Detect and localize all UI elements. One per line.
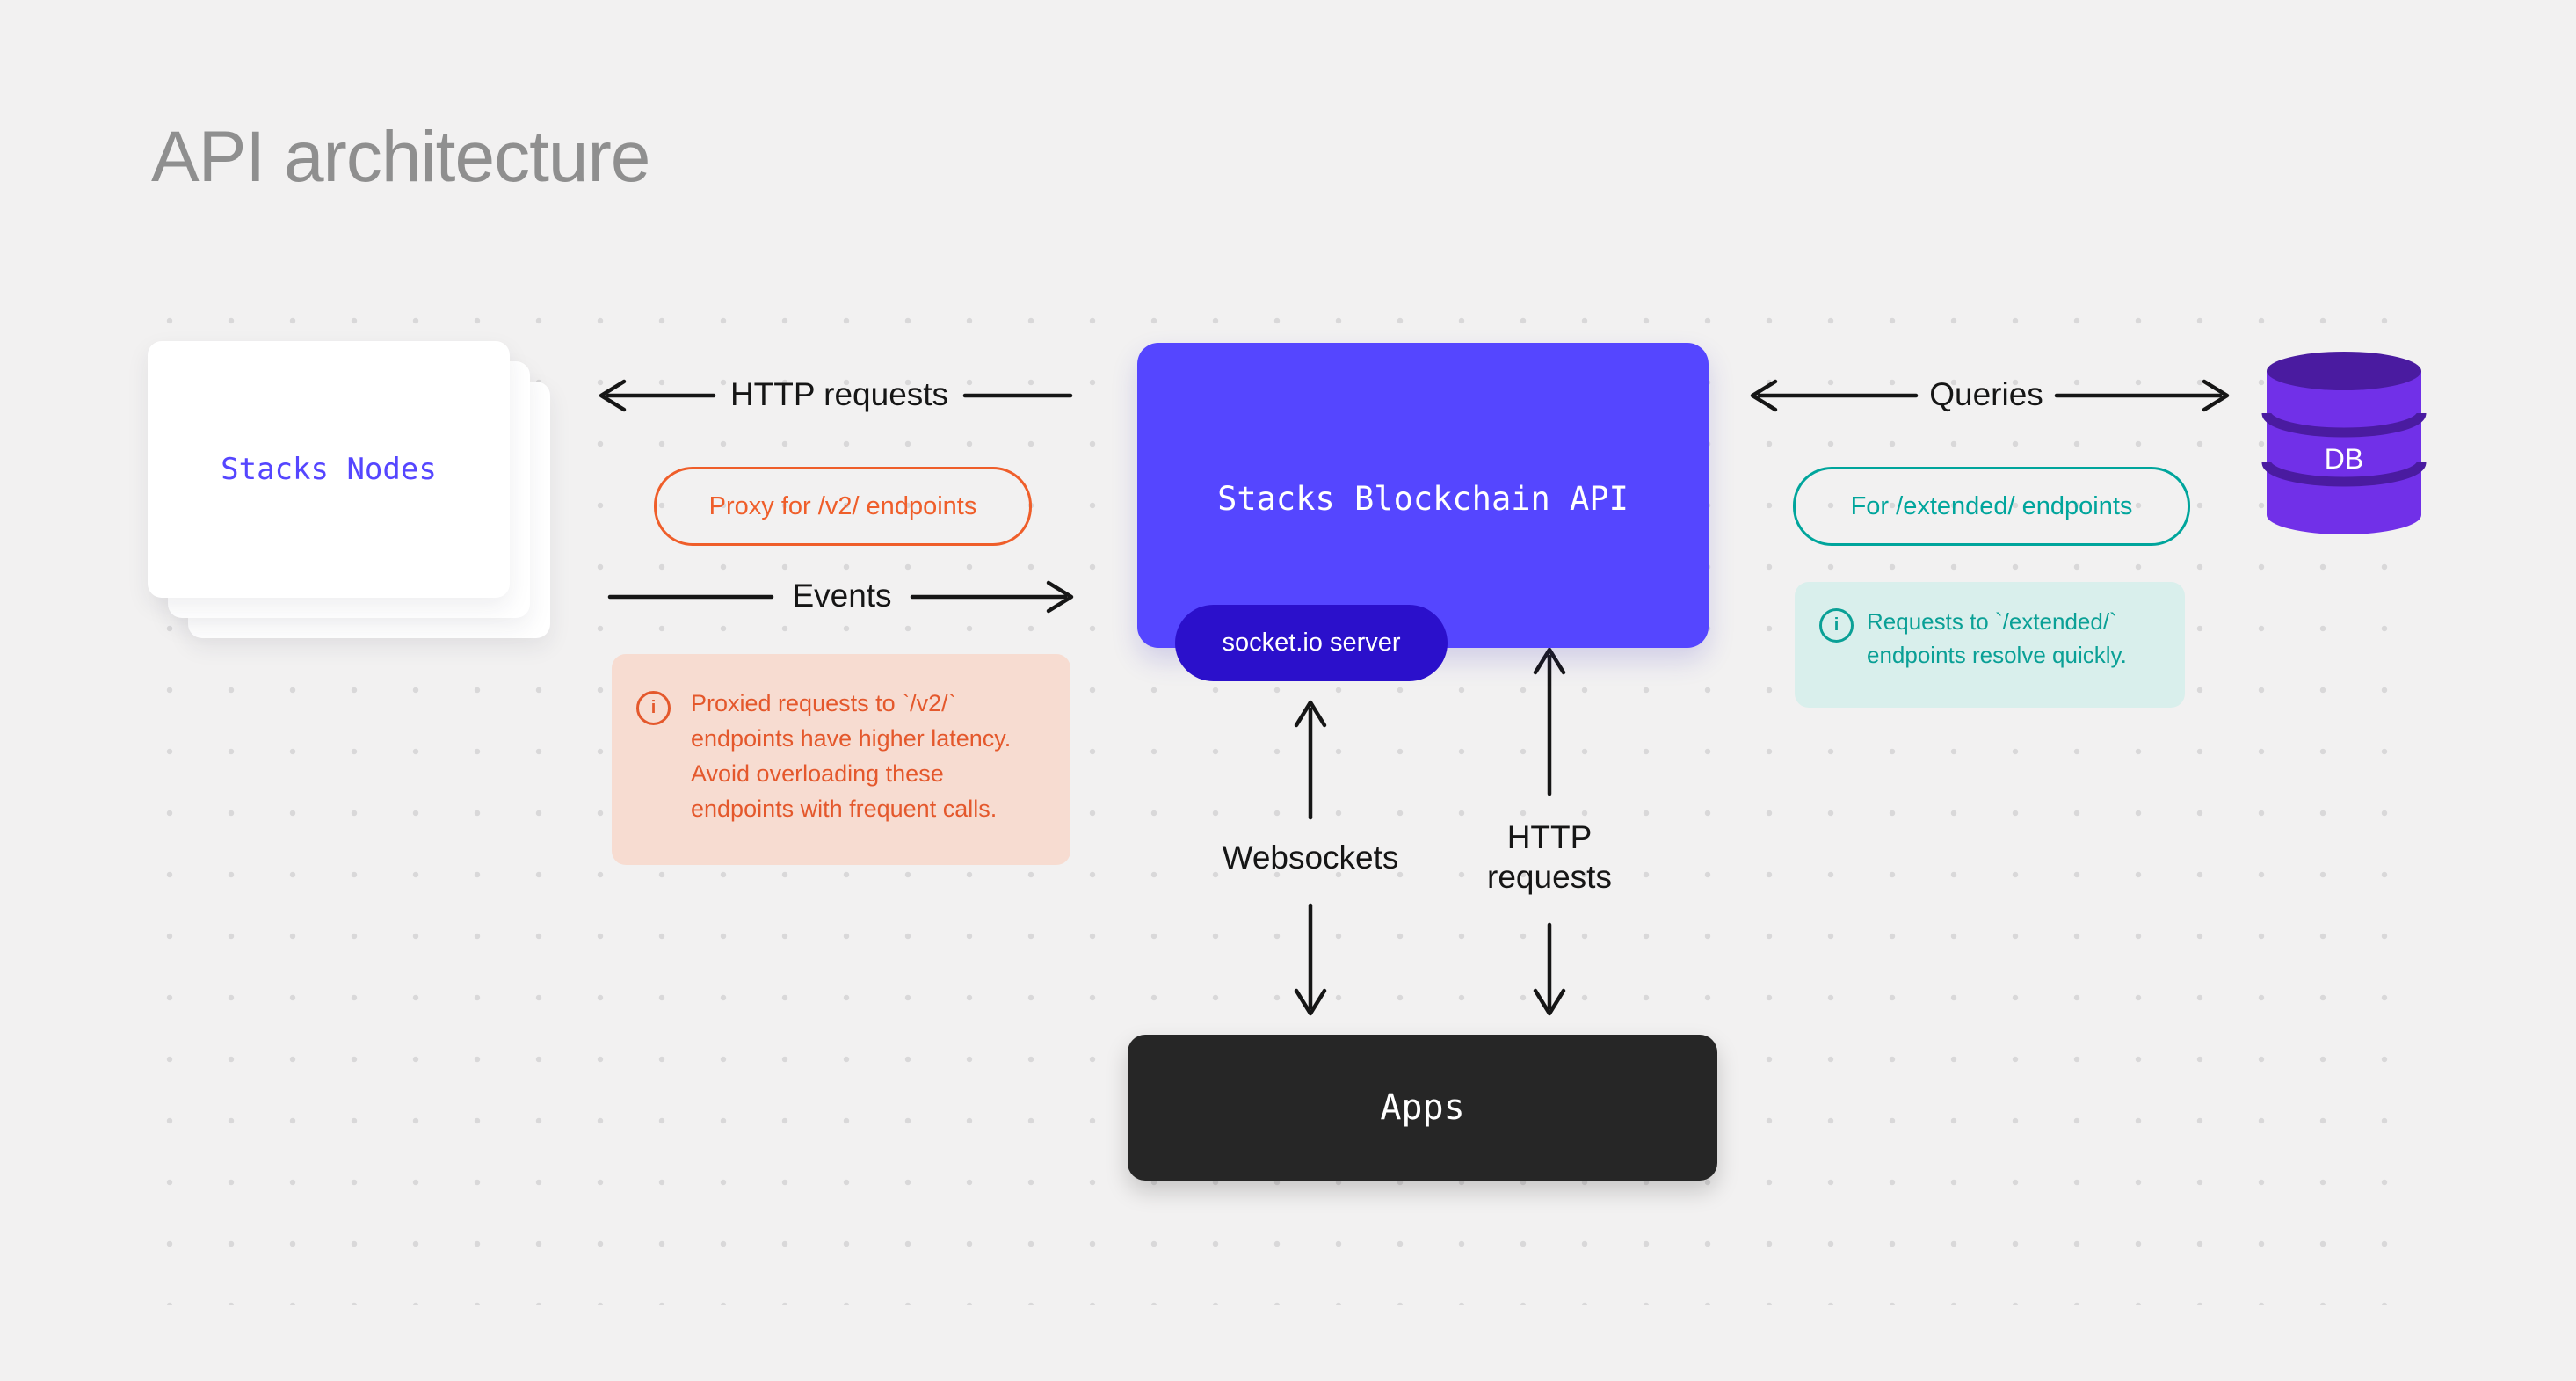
database-label: DB (2324, 443, 2364, 475)
v2-latency-callout: i Proxied requests to `/v2/` endpoints h… (612, 654, 1070, 865)
database-node (2260, 348, 2427, 538)
socket-io-server-label: socket.io server (1222, 629, 1401, 657)
stacks-blockchain-api-label: Stacks Blockchain API (1217, 480, 1629, 518)
edge-label-http-requests: HTTP requests (729, 376, 949, 412)
extended-endpoints-pill-label: For /extended/ endpoints (1850, 491, 2133, 520)
socket-io-server-badge: socket.io server (1175, 605, 1448, 681)
apps-label: Apps (1380, 1087, 1465, 1128)
extended-fast-callout: i Requests to `/extended/` endpoints res… (1795, 582, 2185, 708)
stacks-nodes-label: Stacks Nodes (221, 452, 437, 487)
extended-endpoints-pill: For /extended/ endpoints (1793, 467, 2190, 546)
page-title: API architecture (151, 117, 650, 197)
info-icon: i (636, 691, 671, 725)
database-cylinder-icon (2261, 352, 2427, 534)
v2-latency-callout-text: Proxied requests to `/v2/` endpoints hav… (691, 690, 1012, 822)
apps-node: Apps (1128, 1035, 1717, 1181)
edge-label-events: Events (792, 578, 892, 614)
proxy-v2-pill-label: Proxy for /v2/ endpoints (708, 491, 977, 520)
proxy-v2-pill: Proxy for /v2/ endpoints (654, 467, 1032, 546)
edge-label-http-requests-apps: HTTP requests (1487, 819, 1612, 895)
info-icon: i (1819, 608, 1854, 643)
stacks-blockchain-api-node (1137, 343, 1709, 648)
stacks-nodes-node: Stacks Nodes (148, 341, 510, 598)
edge-label-queries: Queries (1929, 376, 2043, 412)
extended-fast-callout-text: Requests to `/extended/` endpoints resol… (1867, 608, 2127, 668)
edge-label-websockets: Websockets (1222, 840, 1399, 876)
